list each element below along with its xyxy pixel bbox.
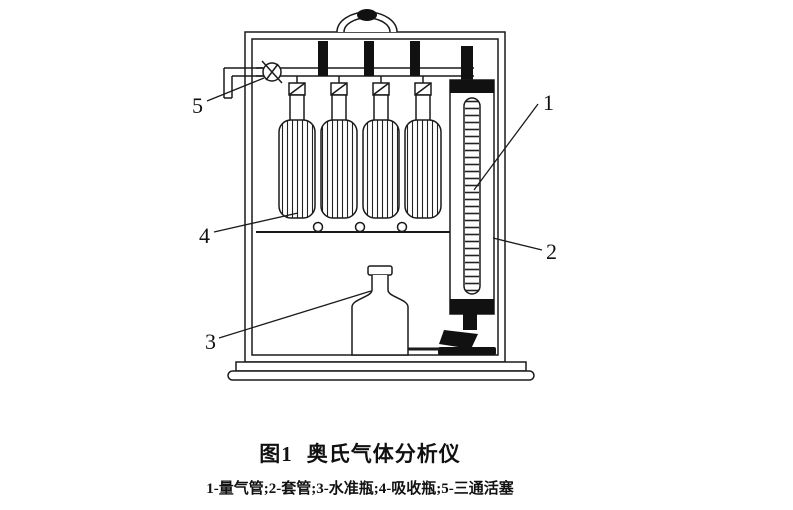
diagram-labels: 1 2 3 4 5 <box>192 90 557 354</box>
burette-assembly <box>449 46 495 315</box>
absorption-bottle-3 <box>362 76 400 219</box>
dome-knob-icon <box>357 9 377 21</box>
top-dome <box>336 9 398 33</box>
three-way-stopcock-icon <box>261 60 283 84</box>
figure-title: 奥氏气体分析仪 <box>306 442 461 466</box>
bottle-shelf <box>256 221 452 233</box>
absorption-bottle-4 <box>404 76 442 219</box>
drain-valve <box>408 314 496 355</box>
leader-line-3 <box>218 290 372 339</box>
label-3: 3 <box>205 329 216 354</box>
leveling-bottle <box>351 265 409 356</box>
figure-number: 图1 <box>259 442 293 466</box>
label-2: 2 <box>546 239 557 264</box>
label-5: 5 <box>192 93 203 118</box>
figure-legend: 1-量气管;2-套管;3-水准瓶;4-吸收瓶;5-三通活塞 <box>206 481 514 497</box>
leader-line-5 <box>206 77 265 102</box>
absorption-bottles <box>278 76 442 219</box>
label-1: 1 <box>543 90 554 115</box>
leader-line-1 <box>473 103 539 191</box>
measuring-tube <box>463 97 481 295</box>
base-pedestal <box>227 361 535 381</box>
label-4: 4 <box>199 223 210 248</box>
absorption-bottle-1 <box>278 76 316 219</box>
absorption-bottle-2 <box>320 76 358 219</box>
leader-line-2 <box>492 237 543 251</box>
leader-lines <box>206 77 543 339</box>
inlet-pipe <box>223 67 263 99</box>
capillary-tubes <box>318 41 420 76</box>
figure-caption: 图1 奥氏气体分析仪 <box>60 438 660 468</box>
leader-line-4 <box>213 212 299 233</box>
